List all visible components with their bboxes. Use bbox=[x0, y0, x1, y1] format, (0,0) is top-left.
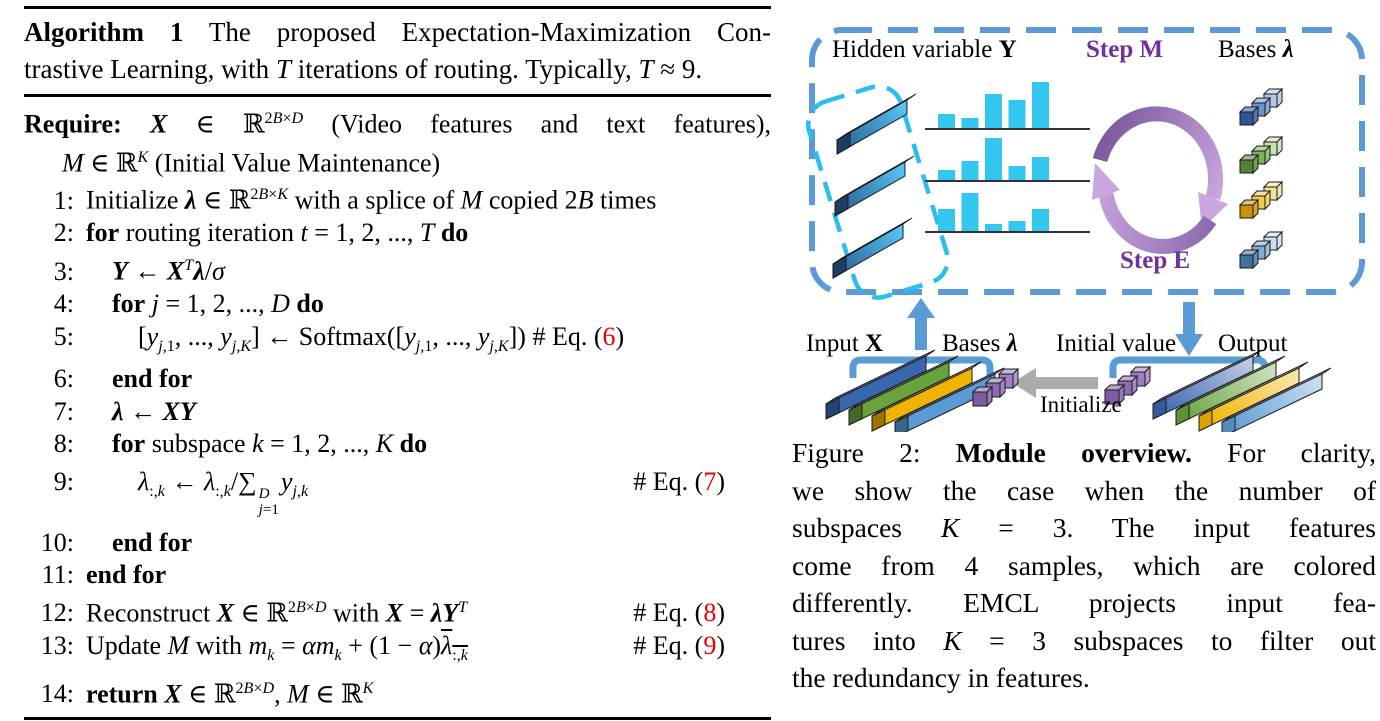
line-number: 6: bbox=[53, 364, 74, 394]
algorithm-line: 6: end for bbox=[24, 363, 771, 396]
algorithm-line: 2: for routing iteration t = 1, 2, ..., T… bbox=[24, 217, 771, 250]
step-e-arrowhead-icon bbox=[1092, 163, 1120, 200]
output-label: Output bbox=[1218, 330, 1288, 357]
algorithm-line: 11: end for bbox=[24, 559, 771, 592]
line-number: 3: bbox=[53, 256, 74, 286]
input-output-bars bbox=[825, 349, 1332, 432]
figure2-caption: Figure 2: Module overview. For clarity, w… bbox=[792, 434, 1376, 697]
figure2-canvas bbox=[805, 27, 1365, 432]
line-number: 11: bbox=[41, 560, 74, 590]
up-arrow-icon bbox=[907, 298, 935, 350]
down-arrow-icon bbox=[1175, 302, 1203, 356]
line-number: 10: bbox=[40, 527, 74, 557]
line-content: [yj,1, ..., yj,K] ← Softmax([yj,1, ..., … bbox=[138, 321, 625, 355]
line-content: return X ∈ ℝ2B×D, M ∈ ℝK bbox=[86, 679, 374, 709]
initial-value-label: Initial value bbox=[1056, 330, 1177, 357]
algorithm-line: 14: return X ∈ ℝ2B×D, M ∈ ℝK bbox=[24, 673, 771, 711]
line-number: 4: bbox=[53, 289, 74, 319]
initialize-label: Initialize bbox=[1040, 392, 1122, 417]
hidden-feature-bars bbox=[832, 93, 917, 279]
equation-comment: # Eq. (7) bbox=[633, 466, 725, 496]
line-content: Reconstruct X ∈ ℝ2B×D with X = λYT bbox=[86, 598, 468, 628]
line-content: Update M with mk = αmk + (1 − α)λ:,k bbox=[86, 630, 468, 665]
algorithm-line: 12: Reconstruct X ∈ ℝ2B×D with X = λYT # E… bbox=[24, 592, 771, 630]
algorithm-line: 4: for j = 1, 2, ..., D do bbox=[24, 288, 771, 321]
step-e-label: Step E bbox=[1120, 247, 1191, 274]
right-brace bbox=[1109, 356, 1269, 378]
caption-line: come from 4 samples, which are colored bbox=[792, 549, 1376, 581]
step-m-label: Step M bbox=[1086, 36, 1164, 63]
line-content: Y ← XTλ/σ bbox=[112, 256, 225, 286]
hidden-variable-histograms bbox=[925, 82, 1090, 233]
line-number: 5: bbox=[53, 321, 74, 351]
algorithm-line: 3: Y ← XTλ/σ bbox=[24, 250, 771, 288]
algorithm-body: Require: X ∈ ℝ2B×D (Video features and t… bbox=[24, 97, 771, 711]
line-number: 9: bbox=[53, 466, 74, 496]
line-content: end for bbox=[112, 527, 193, 557]
line-content: Initialize λ ∈ ℝ2B×K with a splice of M … bbox=[86, 185, 657, 215]
mid-rule bbox=[24, 94, 771, 97]
step-m-arrow bbox=[1092, 106, 1224, 200]
algorithm-panel: Algorithm 1 The proposed Expectation-Max… bbox=[24, 6, 771, 720]
line-number: 13: bbox=[40, 630, 74, 660]
line-number: 2: bbox=[53, 218, 74, 248]
caption-line: we show the case when the number of bbox=[792, 474, 1376, 506]
line-content: for j = 1, 2, ..., D do bbox=[112, 289, 324, 319]
equation-comment: # Eq. (8) bbox=[633, 598, 725, 628]
top-rule bbox=[24, 6, 771, 9]
line-number: 12: bbox=[40, 598, 74, 628]
line-content: end for bbox=[86, 560, 167, 590]
algorithm-line: 13: Update M with mk = αmk + (1 − α)λ:,k #… bbox=[24, 630, 771, 673]
bases-top-label: Bases λ bbox=[1218, 36, 1294, 63]
hidden-variable-label: Hidden variable Y bbox=[832, 36, 1017, 63]
figure2-diagram: Hidden variable Y Step M Bases λ Step E … bbox=[790, 0, 1380, 432]
caption-line: subspaces K = 3. The input features bbox=[792, 512, 1376, 543]
line-number: 14: bbox=[40, 679, 74, 709]
line-content: λ ← XY bbox=[112, 396, 196, 426]
bases-cube-clusters bbox=[1238, 87, 1284, 270]
caption-line: differently. EMCL projects input fea- bbox=[792, 587, 1376, 618]
dashed-module-box bbox=[809, 27, 1365, 295]
caption-line: Figure 2: Module overview. For clarity, bbox=[792, 437, 1376, 468]
line-number: 7: bbox=[53, 396, 74, 426]
algorithm-line: 7: λ ← XY bbox=[24, 396, 771, 429]
input-x-label: Input X bbox=[806, 330, 884, 357]
algorithm-title-line: Algorithm 1 The proposed Expectation-Max… bbox=[24, 17, 771, 47]
equation-comment: # Eq. (9) bbox=[633, 630, 725, 660]
caption-line: the redundancy in features. bbox=[792, 662, 1090, 693]
line-number: 8: bbox=[53, 429, 74, 459]
algorithm-line: 5: [yj,1, ..., yj,K] ← Softmax([yj,1, ...… bbox=[24, 321, 771, 364]
algorithm-line: 8: for subspace k = 1, 2, ..., K do bbox=[24, 428, 771, 461]
em-cycle-arrows bbox=[1092, 106, 1228, 254]
algorithm-line: 10: end for bbox=[24, 527, 771, 560]
bottom-rule bbox=[24, 716, 771, 720]
initialize-arrow-shaft bbox=[1036, 377, 1098, 389]
algorithm-title-line: trastive Learning, with T iterations of … bbox=[24, 54, 703, 84]
line-content: for routing iteration t = 1, 2, ..., T d… bbox=[86, 218, 469, 248]
require-line: Require: X ∈ ℝ2B×D (Video features and t… bbox=[24, 109, 772, 139]
initialize-arrow bbox=[1012, 368, 1098, 398]
algorithm-title: Algorithm 1 The proposed Expectation-Max… bbox=[24, 9, 771, 94]
initialize-arrowhead-icon bbox=[1012, 368, 1036, 398]
hidden-variable-outline bbox=[805, 84, 951, 300]
bases-bottom-label: Bases λ bbox=[942, 330, 1018, 357]
algorithm-lines: 1: Initialize λ ∈ ℝ2B×K with a splice of … bbox=[24, 179, 771, 710]
step-e-arrow bbox=[1098, 192, 1217, 254]
line-content: end for bbox=[112, 364, 193, 394]
line-number: 1: bbox=[53, 185, 74, 215]
purple-cube-groups bbox=[971, 365, 1152, 408]
require-line: M ∈ ℝK (Initial Value Maintenance) bbox=[62, 148, 441, 178]
caption-line: tures into K = 3 subspaces to filter out bbox=[792, 624, 1376, 656]
algorithm-line: 1: Initialize λ ∈ ℝ2B×K with a splice of … bbox=[24, 179, 771, 217]
line-content: for subspace k = 1, 2, ..., K do bbox=[112, 429, 428, 459]
